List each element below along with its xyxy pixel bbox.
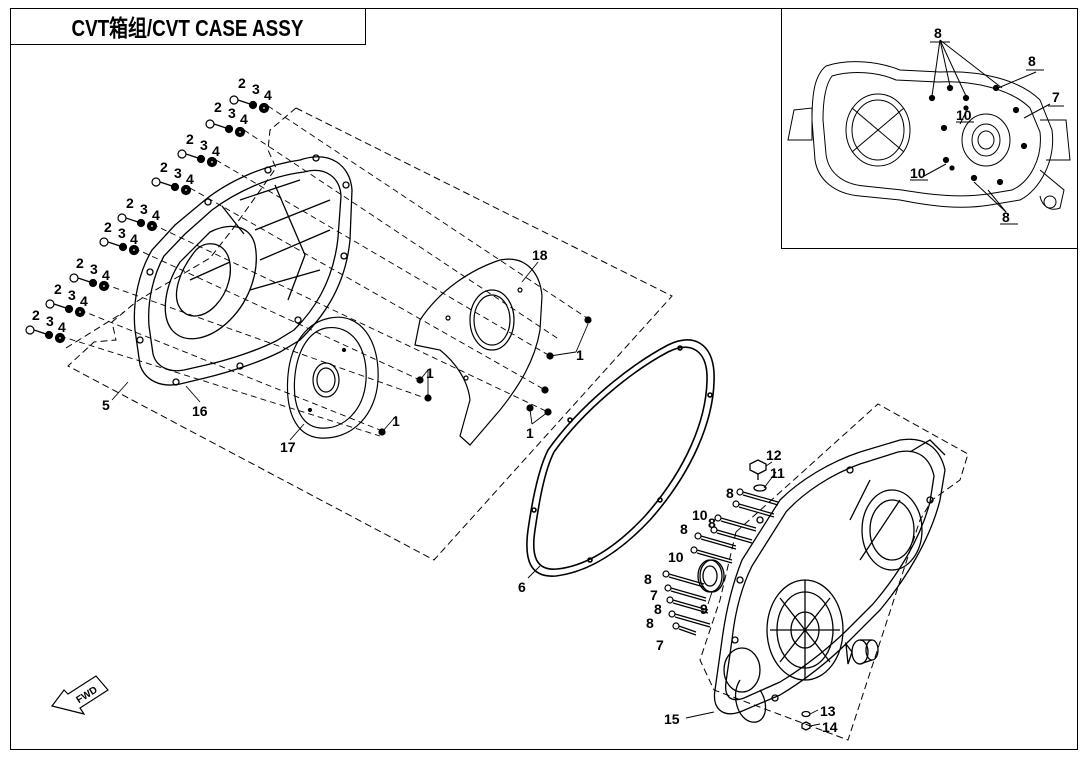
inset-bolt-markers — [928, 84, 1028, 186]
callout-8: 8 — [646, 615, 654, 631]
forward-direction-arrow — [50, 675, 109, 715]
callout-2: 2 — [104, 219, 112, 235]
bolt-set — [205, 119, 246, 138]
callout-12: 12 — [766, 447, 782, 463]
callout-1: 1 — [576, 347, 584, 363]
inset-detail-frame — [781, 8, 1078, 249]
bolt-washer-stacks — [25, 95, 270, 344]
callout-16: 16 — [192, 403, 208, 419]
callout-2: 2 — [54, 281, 62, 297]
bolt-set — [25, 325, 66, 344]
callout-6: 6 — [518, 579, 526, 595]
drain-bolt — [801, 710, 811, 731]
bolt-set — [177, 149, 218, 168]
bolt-set — [117, 213, 158, 232]
callout-14: 14 — [822, 719, 838, 735]
callout-4: 4 — [264, 87, 272, 103]
callout-8: 8 — [1002, 209, 1010, 225]
page-title: CVT箱组/CVT CASE ASSY — [71, 15, 304, 41]
callout-4: 4 — [58, 319, 66, 335]
callout-2: 2 — [160, 159, 168, 175]
inner-case-boundary-dashed — [699, 403, 969, 741]
inner-cvt-case — [713, 438, 946, 723]
callout-1: 1 — [526, 425, 534, 441]
callout-17: 17 — [280, 439, 296, 455]
callout-8: 8 — [1028, 53, 1036, 69]
oil-seal — [697, 559, 725, 593]
callout-5: 5 — [102, 397, 110, 413]
inset-case-view — [787, 39, 1071, 225]
callout-4: 4 — [212, 143, 220, 159]
seal-plate — [414, 258, 543, 446]
callout-8: 8 — [654, 601, 662, 617]
duct-plate — [286, 316, 379, 439]
callout-2: 2 — [126, 195, 134, 211]
callout-11: 11 — [770, 465, 785, 481]
callout-3: 3 — [90, 261, 98, 277]
drawing-frame — [10, 8, 1078, 750]
plug-and-washer — [749, 459, 767, 492]
callout-1: 1 — [426, 365, 434, 381]
callout-1: 1 — [392, 413, 400, 429]
bolt-set — [151, 177, 192, 196]
case-bolts — [662, 488, 779, 636]
callout-8: 8 — [726, 485, 734, 501]
outer-cvt-cover — [133, 154, 353, 386]
callout-10: 10 — [668, 549, 684, 565]
callout-4: 4 — [186, 171, 194, 187]
bolt-set — [45, 299, 86, 318]
callout-2: 2 — [186, 131, 194, 147]
callout-9: 9 — [700, 601, 708, 617]
callout-8: 8 — [644, 571, 652, 587]
callout-4: 4 — [152, 207, 160, 223]
callout-leaders — [111, 261, 821, 727]
callout-13: 13 — [820, 703, 836, 719]
assembly-boundary-dashed — [65, 107, 673, 561]
bolt-set — [69, 273, 110, 292]
callout-3: 3 — [174, 165, 182, 181]
callout-3: 3 — [46, 313, 54, 329]
callout-18: 18 — [532, 247, 548, 263]
callout-8: 8 — [680, 521, 688, 537]
callout-3: 3 — [228, 105, 236, 121]
callout-3: 3 — [200, 137, 208, 153]
callout-2: 2 — [214, 99, 222, 115]
callout-2: 2 — [76, 255, 84, 271]
callout-4: 4 — [102, 267, 110, 283]
callout-7: 7 — [650, 587, 658, 603]
callout-3: 3 — [68, 287, 76, 303]
callout-2: 2 — [238, 75, 246, 91]
bushing-sleeve — [845, 639, 879, 665]
bolt-set — [99, 237, 140, 256]
callout-15: 15 — [664, 711, 680, 727]
alignment-lines — [59, 105, 591, 437]
callout-10: 10 — [956, 107, 972, 123]
callout-3: 3 — [118, 225, 126, 241]
bolt-set — [229, 95, 270, 114]
callout-3: 3 — [252, 81, 260, 97]
callout-2: 2 — [32, 307, 40, 323]
callout-10: 10 — [692, 507, 708, 523]
callout-4: 4 — [240, 111, 248, 127]
cvt-gasket — [526, 339, 715, 577]
callout-8: 8 — [934, 25, 942, 41]
callout-4: 4 — [80, 293, 88, 309]
callout-4: 4 — [130, 231, 138, 247]
callout-7: 7 — [1052, 89, 1060, 105]
callout-3: 3 — [140, 201, 148, 217]
callout-7: 7 — [656, 637, 664, 653]
callout-10: 10 — [910, 165, 926, 181]
callout-8: 8 — [708, 515, 716, 531]
callout-labels: 2 3 4 2 3 4 2 3 4 2 3 4 2 3 4 2 3 4 2 3 … — [32, 25, 1060, 735]
title-block: CVT箱组/CVT CASE ASSY — [10, 8, 366, 45]
